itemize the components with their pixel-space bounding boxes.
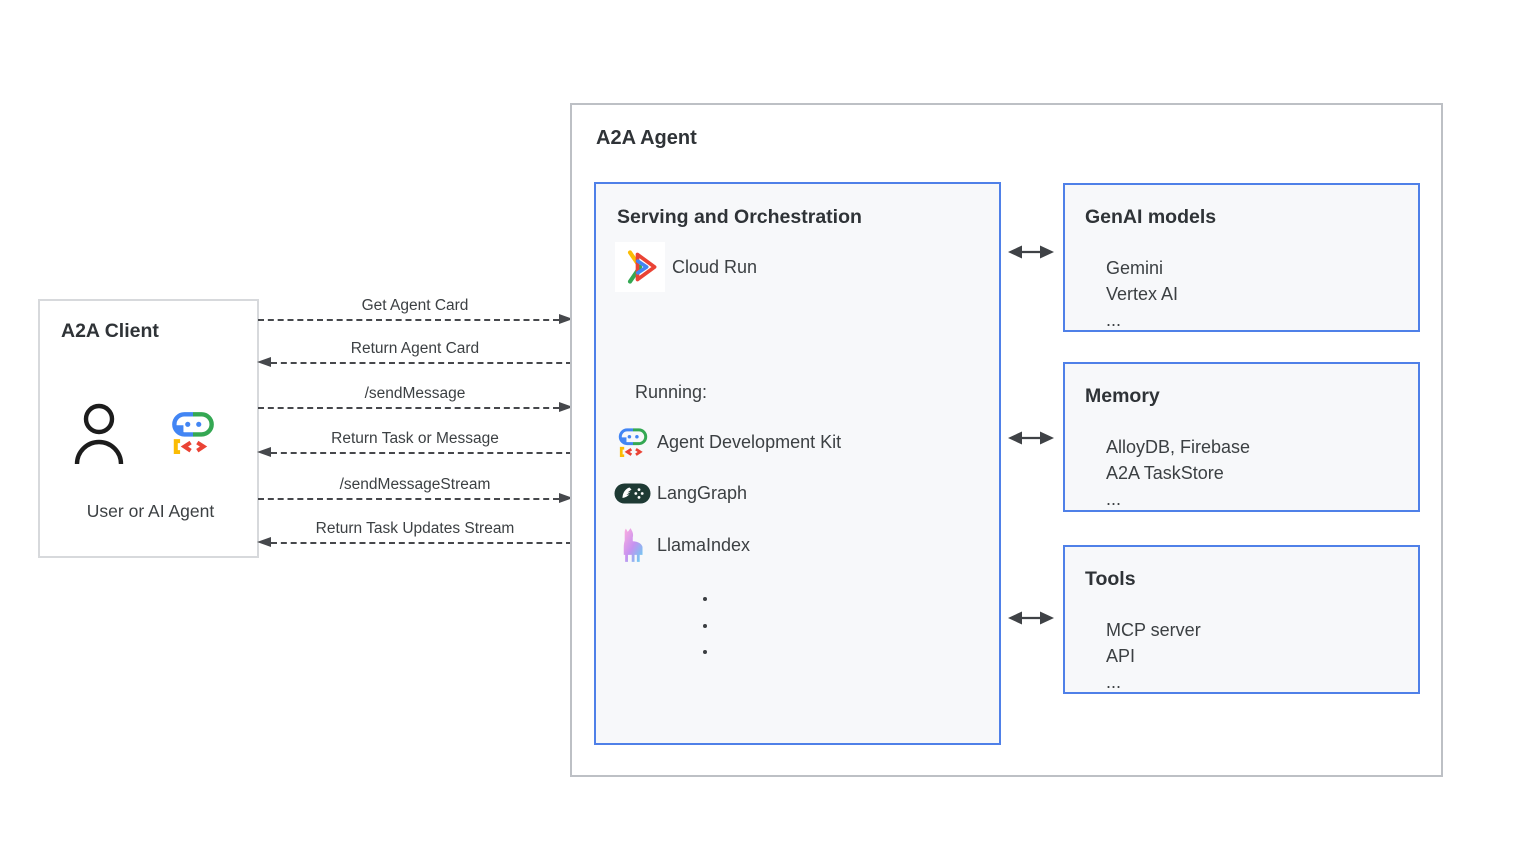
cloud-run-row: Cloud Run bbox=[615, 242, 757, 292]
dashed-arrow-right bbox=[258, 402, 573, 412]
llamaindex-icon bbox=[617, 527, 647, 564]
dashed-arrow-right bbox=[258, 314, 573, 324]
vertical-ellipsis-dot bbox=[703, 624, 707, 628]
resource-item-more: ... bbox=[1106, 489, 1122, 509]
memory-box: Memory AlloyDB, Firebase A2A TaskStore .… bbox=[1063, 362, 1420, 512]
message-arrow: Return Task Updates Stream bbox=[257, 519, 572, 547]
cloud-run-icon bbox=[615, 242, 665, 292]
resource-item: Gemini bbox=[1106, 258, 1164, 278]
framework-row: LangGraph bbox=[614, 480, 747, 506]
bidirectional-arrow-icon bbox=[1008, 429, 1054, 447]
message-label: Return Task Updates Stream bbox=[315, 520, 515, 537]
resource-item-more: ... bbox=[1106, 310, 1122, 330]
resource-title: GenAI models bbox=[1085, 206, 1217, 228]
dashed-arrow-left bbox=[257, 447, 572, 457]
genai-models-box: GenAI models Gemini Vertex AI ... bbox=[1063, 183, 1420, 332]
serving-orchestration-box: Serving and Orchestration Cloud Run Runn… bbox=[594, 182, 1001, 745]
message-label: Return Agent Card bbox=[350, 340, 480, 357]
message-arrow: Get Agent Card bbox=[258, 296, 573, 324]
langgraph-icon bbox=[614, 483, 651, 504]
resource-item: A2A TaskStore bbox=[1106, 463, 1224, 483]
resource-item: API bbox=[1106, 646, 1136, 666]
framework-label: Agent Development Kit bbox=[657, 431, 842, 452]
framework-row: LlamaIndex bbox=[617, 526, 750, 564]
agent-title: A2A Agent bbox=[596, 127, 697, 149]
platform-label: Cloud Run bbox=[672, 256, 758, 277]
bidirectional-arrow-icon bbox=[1008, 243, 1054, 261]
message-arrow: /sendMessage bbox=[258, 384, 573, 412]
message-label: Get Agent Card bbox=[361, 297, 469, 314]
message-label: /sendMessage bbox=[364, 385, 466, 402]
message-arrow: Return Task or Message bbox=[257, 429, 572, 457]
dashed-arrow-right bbox=[258, 493, 573, 503]
message-label: /sendMessageStream bbox=[339, 476, 491, 493]
framework-row: Agent Development Kit bbox=[618, 425, 841, 459]
resource-item: MCP server bbox=[1106, 620, 1201, 640]
message-label: Return Task or Message bbox=[331, 430, 499, 447]
a2a-client-box: A2A Client User or AI Agent bbox=[38, 299, 259, 558]
message-arrow: /sendMessageStream bbox=[258, 475, 573, 503]
resource-item: AlloyDB, Firebase bbox=[1106, 437, 1251, 457]
resource-title: Memory bbox=[1085, 385, 1160, 407]
adk-icon bbox=[618, 427, 648, 457]
framework-label: LlamaIndex bbox=[657, 534, 751, 555]
tools-box: Tools MCP server API ... bbox=[1063, 545, 1420, 694]
vertical-ellipsis-dot bbox=[703, 650, 707, 654]
serving-title: Serving and Orchestration bbox=[617, 206, 862, 228]
client-title: A2A Client bbox=[61, 320, 159, 342]
person-icon bbox=[68, 402, 130, 471]
resource-item-more: ... bbox=[1106, 672, 1122, 692]
framework-label: LangGraph bbox=[657, 482, 748, 503]
dashed-arrow-left bbox=[257, 537, 572, 547]
client-caption: User or AI Agent bbox=[86, 501, 215, 521]
message-arrow: Return Agent Card bbox=[257, 339, 572, 367]
running-label: Running: bbox=[635, 382, 708, 402]
vertical-ellipsis-dot bbox=[703, 597, 707, 601]
resource-title: Tools bbox=[1085, 568, 1136, 590]
resource-item: Vertex AI bbox=[1106, 284, 1179, 304]
bidirectional-arrow-icon bbox=[1008, 609, 1054, 627]
dashed-arrow-left bbox=[257, 357, 572, 367]
a2a-robot-icon bbox=[171, 410, 215, 459]
